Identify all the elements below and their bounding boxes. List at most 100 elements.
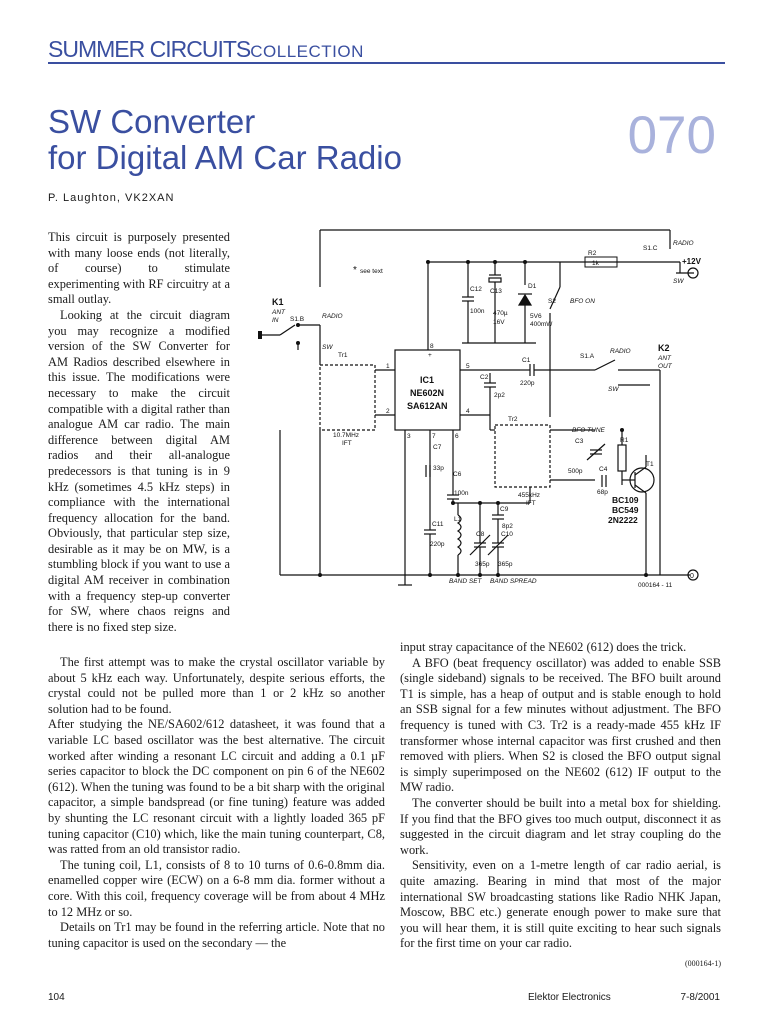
c13-label: C13 xyxy=(490,288,502,295)
pin-6: 6 xyxy=(455,433,459,440)
t1-part-a: BC109 xyxy=(612,495,639,505)
r2-value: 1k xyxy=(592,260,600,267)
radio2-label: RADIO xyxy=(610,348,631,355)
article-number: 070 xyxy=(627,106,716,165)
column-right: input stray capacitance of the NE602 (61… xyxy=(400,640,721,971)
series-header: SUMMER CIRCUITSCOLLECTION xyxy=(48,36,364,63)
sw1-label: SW xyxy=(322,344,333,351)
magazine-name: Elektor Electronics xyxy=(528,992,611,1003)
title-line-1: SW Converter xyxy=(48,103,256,140)
title-line-2: for Digital AM Car Radio xyxy=(48,139,402,176)
s1b-label: S1.B xyxy=(290,316,304,323)
article-reference: (000164-1) xyxy=(685,958,721,968)
c2-value: 2p2 xyxy=(494,392,505,399)
ift2-a: 455kHz xyxy=(518,492,540,499)
sw3-label: SW xyxy=(673,278,684,285)
k2-label: K2 xyxy=(658,343,670,353)
paragraph: Sensitivity, even on a 1-metre length of… xyxy=(400,858,721,951)
column-left: This circuit is purposely presented with… xyxy=(48,230,230,635)
c1-value: 220p xyxy=(520,380,535,387)
ant-out-1: ANT xyxy=(657,355,672,362)
paragraph: Details on Tr1 may be found in the refer… xyxy=(48,920,385,950)
pin-4: 4 xyxy=(466,408,470,415)
paragraph: The converter should be built into a met… xyxy=(400,795,721,857)
c12-label: C12 xyxy=(470,286,482,293)
radio3-label: RADIO xyxy=(673,240,694,247)
svg-text:*: * xyxy=(353,265,357,276)
diagram-code: 000164 - 11 xyxy=(638,582,673,589)
t1-label: T1 xyxy=(646,461,654,468)
c13-value-1: 470µ xyxy=(493,310,508,317)
paragraph: This circuit is purposely presented with… xyxy=(48,230,230,307)
paragraph: After studying the NE/SA602/612 datashee… xyxy=(48,717,386,857)
bfo-tune-label: BFO TUNE xyxy=(572,427,606,434)
column-middle: The first attempt was to make the crysta… xyxy=(48,655,385,951)
c3-label: C3 xyxy=(575,438,584,445)
radio1-label: RADIO xyxy=(322,313,343,320)
pin-2: 2 xyxy=(386,408,390,415)
d1-label: D1 xyxy=(528,283,537,290)
band-spread-label: BAND SPREAD xyxy=(490,578,537,585)
circuit-diagram: K1 ANT IN S1.B RADIO SW Tr1 10.7MHz IFT … xyxy=(258,229,702,589)
tr1-label: Tr1 xyxy=(338,352,348,359)
c3-value: 500p xyxy=(568,468,583,475)
pin-3: 3 xyxy=(407,433,411,440)
c11-label: C11 xyxy=(432,521,444,528)
c9-label: C9 xyxy=(500,506,509,513)
ant-out-2: OUT xyxy=(658,363,673,370)
pin-5: 5 xyxy=(466,363,470,370)
paragraph: The tuning coil, L1, consists of 8 to 10… xyxy=(48,857,385,919)
page-number: 104 xyxy=(48,992,65,1003)
c7-value: 33p xyxy=(433,465,444,472)
r1-label: R1 xyxy=(620,437,629,444)
c8-label: C8 xyxy=(476,531,485,538)
plus12-label: +12V xyxy=(682,257,702,266)
ant-in-1: ANT xyxy=(271,309,286,316)
ift1-a: 10.7MHz xyxy=(333,432,359,439)
c2-label: C2 xyxy=(480,374,489,381)
ift1-b: IFT xyxy=(342,440,352,447)
k1-label: K1 xyxy=(272,297,284,307)
r2-label: R2 xyxy=(588,250,597,257)
ic1-part-b: SA612AN xyxy=(407,401,448,411)
see-text: see text xyxy=(360,268,383,275)
pin-7: 7 xyxy=(432,433,436,440)
s1c-label: S1.C xyxy=(643,245,658,252)
series-light: COLLECTION xyxy=(250,42,364,61)
svg-text:+: + xyxy=(428,352,432,359)
c12-value: 100n xyxy=(470,308,485,315)
pin-1: 1 xyxy=(386,363,390,370)
c8-value: 365p xyxy=(475,561,490,568)
c9-value: 8p2 xyxy=(502,523,513,530)
d1-value-2: 400mW xyxy=(530,321,553,328)
ift2-b: IFT xyxy=(526,500,536,507)
c4-label: C4 xyxy=(599,466,608,473)
paragraph: Looking at the circuit diagram you may r… xyxy=(48,307,230,634)
ic1-label: IC1 xyxy=(420,375,434,385)
paragraph: A BFO (beat frequency oscillator) was ad… xyxy=(400,655,721,795)
author: P. Laughton, VK2XAN xyxy=(48,192,175,204)
bfo-on-label: BFO ON xyxy=(570,298,595,305)
band-set-label: BAND SET xyxy=(449,578,483,585)
series-bold: SUMMER CIRCUITS xyxy=(48,36,251,62)
c13-value-2: 16V xyxy=(493,319,505,326)
d1-value-1: 5V6 xyxy=(530,313,542,320)
t1-part-b: BC549 xyxy=(612,505,639,515)
c6-label: C6 xyxy=(453,471,462,478)
paragraph: input stray capacitance of the NE602 (61… xyxy=(400,640,687,654)
s2-label: S2 xyxy=(548,298,556,305)
c10-label: C10 xyxy=(501,531,513,538)
tr2-label: Tr2 xyxy=(508,416,518,423)
t1-part-c: 2N2222 xyxy=(608,515,638,525)
sw2-label: SW xyxy=(608,386,619,393)
l1-label: L1 xyxy=(454,516,462,523)
ground-label: 0 xyxy=(690,573,694,580)
ant-in-2: IN xyxy=(272,317,279,324)
s1a-label: S1.A xyxy=(580,353,595,360)
header-rule xyxy=(48,62,725,64)
c1-label: C1 xyxy=(522,357,531,364)
c4-value: 68p xyxy=(597,489,608,496)
c6-value: 100n xyxy=(454,490,469,497)
pin-8: 8 xyxy=(430,343,434,350)
